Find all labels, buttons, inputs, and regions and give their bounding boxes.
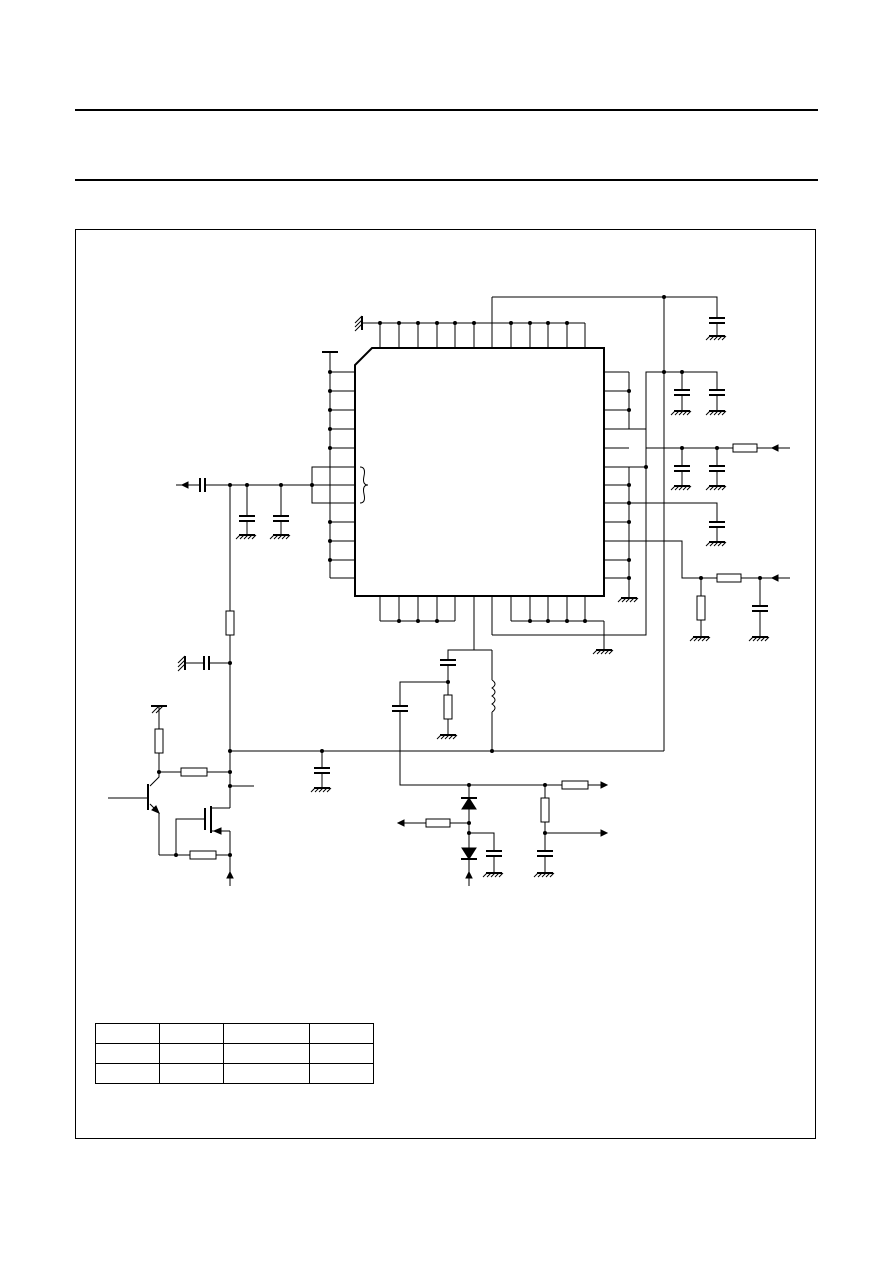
- table-cell: [95, 1023, 160, 1044]
- table-cell: [95, 1063, 160, 1084]
- table-cell: [223, 1063, 310, 1084]
- table-cell: [223, 1023, 310, 1044]
- table-cell: [309, 1063, 374, 1084]
- tuning-network: [396, 780, 609, 886]
- table-row: [95, 1023, 374, 1044]
- ic-package: [354, 347, 605, 597]
- decoupling-net-right: [629, 502, 727, 547]
- table-cell: [159, 1023, 224, 1044]
- table-row: [95, 1063, 374, 1084]
- table-cell: [309, 1023, 374, 1044]
- input-network-2: [604, 540, 790, 642]
- supply-bus: [228, 749, 664, 793]
- input-network-1: [629, 443, 790, 491]
- table-cell: [159, 1043, 224, 1064]
- tank-circuit: [392, 649, 545, 786]
- value-table: [95, 1023, 374, 1084]
- supply-rail-top: [492, 295, 727, 751]
- header-rule-top: [75, 109, 818, 111]
- header-rule-bottom: [75, 179, 818, 181]
- ic-right-pins: [604, 371, 647, 603]
- ic-top-pins: [354, 297, 586, 348]
- table-row: [95, 1043, 374, 1064]
- table-cell: [309, 1043, 374, 1064]
- switch-circuit: [108, 705, 254, 886]
- output-network-left: [176, 478, 312, 770]
- table-cell: [159, 1063, 224, 1084]
- table-cell: [95, 1043, 160, 1064]
- ic-left-pins: [310, 351, 369, 579]
- figure-frame: [75, 229, 816, 1139]
- table-cell: [223, 1043, 310, 1064]
